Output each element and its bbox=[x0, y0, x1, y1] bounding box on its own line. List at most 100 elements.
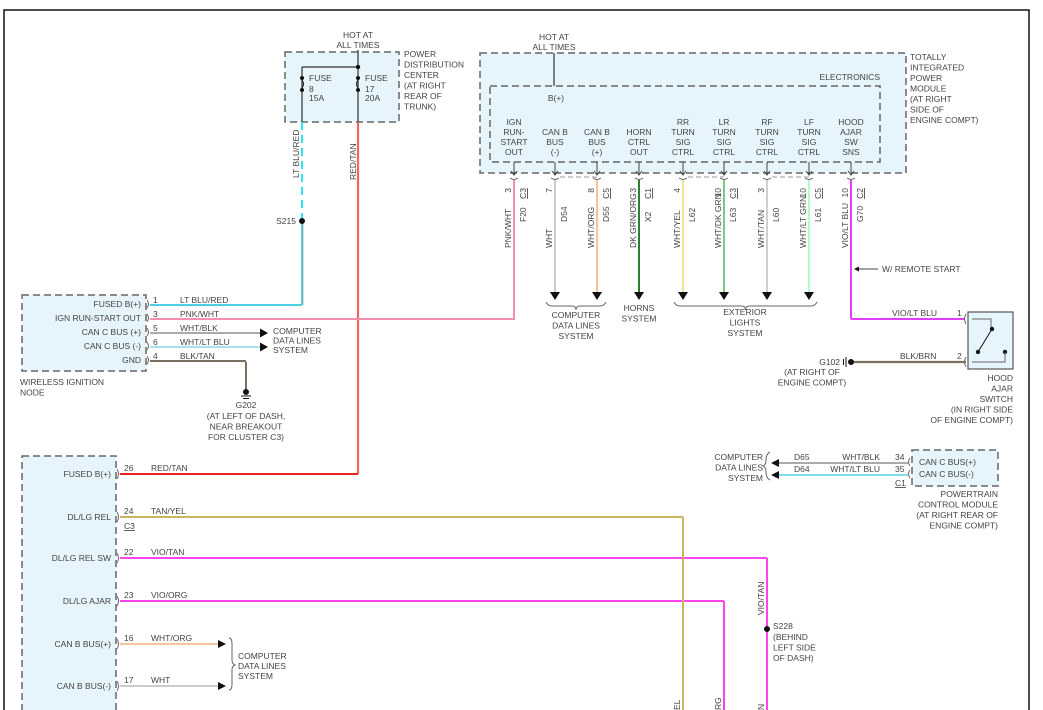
pcm-pin-label: CAN C BUS(+) bbox=[919, 457, 976, 467]
tipm-pin-label: CAN B bbox=[542, 127, 568, 137]
win-dest-line: COMPUTER bbox=[273, 326, 322, 336]
pcm-circuit: D65 bbox=[794, 452, 810, 462]
tipm-electronics-box bbox=[489, 85, 881, 163]
switch-name-line: OF ENGINE COMPT) bbox=[930, 415, 1013, 425]
tipm-wire-color: WHT/YEL bbox=[672, 210, 682, 248]
g202-line: (AT LEFT OF DASH, bbox=[207, 411, 285, 421]
win-pin-number: 4 bbox=[153, 351, 158, 361]
bracket bbox=[673, 301, 818, 311]
arrow-icon bbox=[634, 292, 644, 300]
pcm-name-line: POWERTRAIN bbox=[941, 489, 998, 499]
pcm-dest-line: DATA LINES bbox=[715, 463, 763, 473]
tipm-pin-label: (-) bbox=[551, 147, 560, 157]
tipm-wire-color: WHT/ORG bbox=[586, 207, 596, 248]
tipm-circuit: F20 bbox=[518, 207, 528, 222]
arrow-icon bbox=[719, 292, 729, 300]
tipm-pin-number: 10 bbox=[840, 188, 850, 198]
g102-line: ENGINE COMPT) bbox=[778, 378, 847, 388]
dest-computer-data-line: DATA LINES bbox=[552, 321, 600, 331]
win-pin-label: IGN RUN-START OUT bbox=[55, 313, 141, 323]
arrow-icon bbox=[678, 292, 688, 300]
pcm-dest-line: SYSTEM bbox=[728, 473, 763, 483]
fuse-8-label: FUSE bbox=[309, 73, 332, 83]
cluster-box bbox=[21, 455, 117, 710]
wire-label-lt-blu-red: LT BLU/RED bbox=[291, 130, 301, 178]
cluster-wire-label: VIO/ORG bbox=[151, 590, 187, 600]
tipm-pin-label: SIG bbox=[802, 137, 817, 147]
g202-name: G202 bbox=[236, 400, 257, 410]
tipm-pin-label: SIG bbox=[760, 137, 775, 147]
splice-s215 bbox=[299, 218, 305, 224]
s228-line: LEFT SIDE bbox=[773, 643, 816, 653]
tipm-circuit: X2 bbox=[643, 211, 653, 222]
fuse-17-label: FUSE bbox=[365, 73, 388, 83]
tipm-pin-label: SNS bbox=[842, 147, 860, 157]
tipm-connector: C3 bbox=[728, 188, 738, 199]
tipm-pin-number: 8 bbox=[586, 188, 596, 193]
switch-wire-1-label: VIO/LT BLU bbox=[892, 308, 937, 318]
cluster-dest-line: SYSTEM bbox=[238, 671, 273, 681]
tipm-pin-label: CAN B bbox=[584, 127, 610, 137]
switch-wire-2-label: BLK/BRN bbox=[900, 351, 936, 361]
tipm-circuit: D55 bbox=[601, 206, 611, 222]
tipm-wire-color: PNK/WHT bbox=[503, 209, 513, 248]
pdc-hot-label-2: ALL TIMES bbox=[337, 40, 380, 50]
tipm-pin-label: OUT bbox=[630, 147, 648, 157]
cluster-pin-number: 17 bbox=[124, 675, 134, 685]
cluster-pin-number: 16 bbox=[124, 633, 134, 643]
dest-computer-data-line: COMPUTER bbox=[552, 310, 601, 320]
pcm-name-line: (AT RIGHT REAR OF bbox=[916, 510, 998, 520]
s228-name: S228 bbox=[773, 621, 793, 631]
g202-line: NEAR BREAKOUT bbox=[210, 422, 283, 432]
win-wire-label: WHT/BLK bbox=[180, 323, 218, 333]
tipm-pin-label: TURN bbox=[712, 127, 736, 137]
tipm-pin-label: RUN- bbox=[503, 127, 524, 137]
arrow-icon bbox=[218, 640, 226, 648]
win-pin-number: 6 bbox=[153, 337, 158, 347]
tipm-pin-label: CTRL bbox=[672, 147, 694, 157]
pcm-wire-label: WHT/LT BLU bbox=[830, 464, 880, 474]
g102-name: G102 bbox=[819, 357, 840, 367]
tipm-circuit: L62 bbox=[687, 208, 697, 222]
fuse-8-number: 8 bbox=[309, 84, 314, 94]
tipm-pin-label: OUT bbox=[505, 147, 523, 157]
tipm-pin-label: SIG bbox=[676, 137, 691, 147]
pdc-name-line: REAR OF bbox=[404, 91, 442, 101]
pcm-wire-label: WHT/BLK bbox=[842, 452, 880, 462]
arrow-icon bbox=[762, 292, 772, 300]
win-pin-number: 5 bbox=[153, 323, 158, 333]
cluster-pin-label: DL/LG AJAR bbox=[63, 596, 111, 606]
dest-horns-line: HORNS bbox=[624, 303, 655, 313]
cluster-pin-number: 23 bbox=[124, 590, 134, 600]
cluster-pin-label: DL/LG REL bbox=[68, 512, 112, 522]
switch-name-line: (IN RIGHT SIDE bbox=[951, 405, 1014, 415]
pcm-name-line: ENGINE COMPT) bbox=[930, 521, 999, 531]
cluster-dest-line: COMPUTER bbox=[238, 651, 287, 661]
tipm-connector: C1 bbox=[643, 188, 653, 199]
tipm-pin-label: (+) bbox=[592, 147, 603, 157]
arrow-icon bbox=[804, 292, 814, 300]
fuse-17-rating: 20A bbox=[365, 93, 380, 103]
pdc-hot-label-1: HOT AT bbox=[343, 30, 373, 40]
tipm-pin-label: CTRL bbox=[628, 137, 650, 147]
splice-s228 bbox=[764, 626, 770, 632]
cluster-pin-number: 22 bbox=[124, 547, 134, 557]
g202-line: FOR CLUSTER C3) bbox=[208, 432, 284, 442]
tipm-circuit: D54 bbox=[559, 206, 569, 222]
pcm-box bbox=[911, 449, 999, 487]
tipm-name-line: TOTALLY bbox=[910, 52, 947, 62]
switch-pin-1: 1 bbox=[957, 308, 962, 318]
tipm-circuit: L60 bbox=[771, 208, 781, 222]
tipm-circuit: G70 bbox=[855, 206, 865, 222]
win-pin-label: CAN C BUS (-) bbox=[84, 341, 141, 351]
